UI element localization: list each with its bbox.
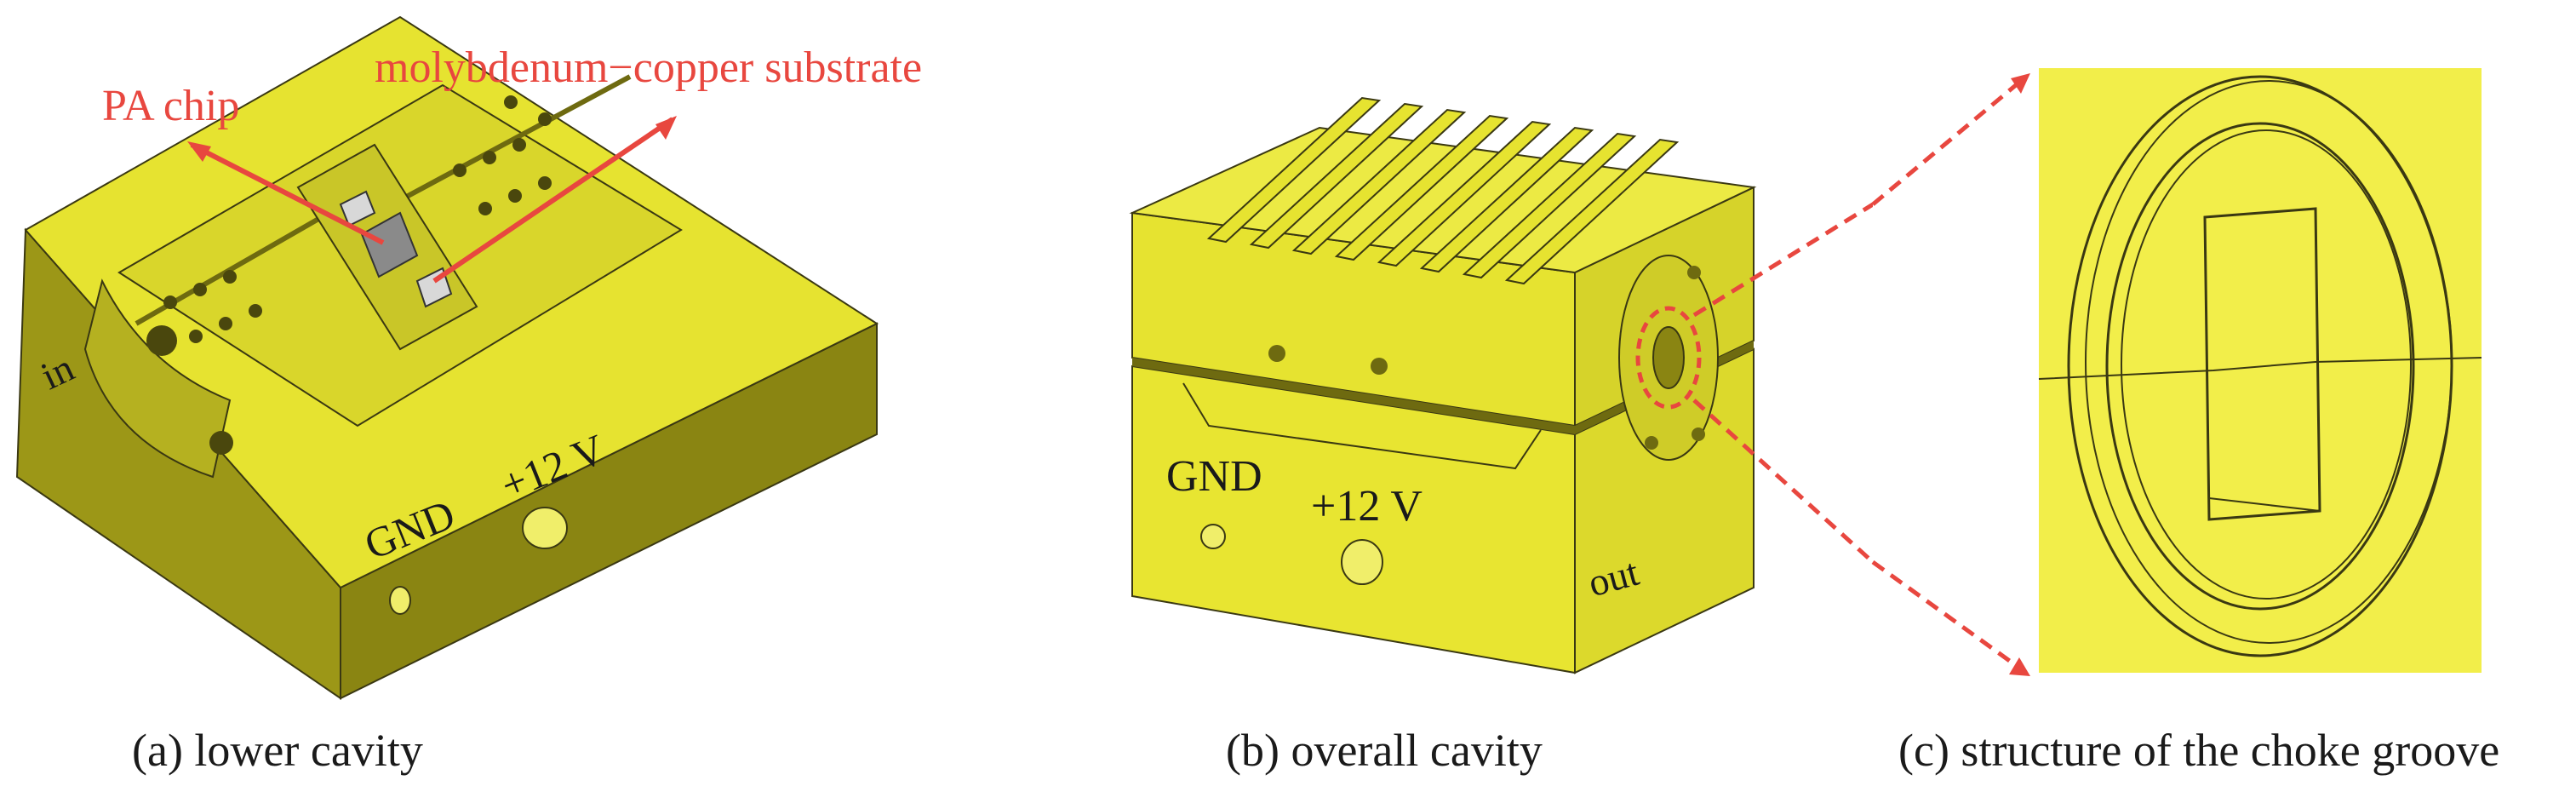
panel-c-choke-groove: (c) structure of the choke groove (1873, 0, 2576, 809)
caption-a: (a) lower cavity (132, 725, 423, 776)
cavity-b-recess (1182, 382, 1542, 470)
choke-groove-highlight (1635, 306, 1702, 410)
zoom-arrowhead-bottom (2009, 657, 2030, 676)
label-pa-chip: PA chip (102, 82, 240, 130)
substrate-arrowhead (655, 116, 677, 140)
cavity-b-gnd-hole (1200, 524, 1226, 549)
label-vplus-b: +12 V (1311, 482, 1423, 531)
cavity-b-mid-hole-2 (1371, 358, 1388, 375)
choke-groove-section-line (2038, 357, 2482, 380)
choke-groove-inner-ring-2 (2121, 129, 2412, 600)
choke-groove-inner-ring (2105, 122, 2415, 611)
substrate-arrow (432, 117, 674, 284)
cavity-b-mid-hole-1 (1268, 345, 1285, 362)
cavity-b-flange-hole-1 (1687, 266, 1701, 279)
cavity-a-channel-right (398, 74, 632, 203)
cavity-b-fins (1206, 96, 1680, 285)
cavity-a-gnd-hole (389, 586, 411, 615)
cavity-b-output-port (1652, 326, 1685, 389)
cavity-b-vplus-hole (1341, 539, 1383, 585)
choke-groove-drawing (2038, 68, 2482, 673)
choke-groove-background (2039, 68, 2482, 673)
zoom-line-top (1692, 202, 1873, 318)
caption-b: (b) overall cavity (1226, 725, 1543, 776)
cavity-a-port-hole-1 (146, 325, 177, 356)
zoom-line-bottom (1692, 399, 1873, 564)
pa-chip-shape (360, 211, 419, 278)
panel-b-overall-cavity: GND +12 V out (b) overall cavity (1107, 0, 1873, 776)
pa-chip-arrow (190, 142, 385, 245)
substrate-shape (339, 190, 376, 227)
panel-a-lower-cavity: PA chip molybdenum−copper substrate in G… (0, 0, 1022, 776)
overall-cavity-drawing (1129, 96, 1873, 674)
cavity-b-flange-hole-3 (1692, 427, 1705, 441)
label-substrate: molybdenum−copper substrate (375, 43, 923, 92)
cavity-b-flange-hole-2 (1645, 436, 1658, 450)
cavity-b-top-face (1129, 126, 1757, 274)
pa-chip-arrowhead (187, 141, 211, 162)
cavity-a-port-recess (83, 278, 232, 479)
waveguide-diagonal (2208, 497, 2321, 512)
cavity-a-vplus-hole (522, 507, 568, 549)
zoom-connector (1871, 73, 2030, 676)
choke-groove-ring-2 (2085, 80, 2453, 644)
cavity-a-port-hole-2 (209, 431, 233, 455)
caption-c: (c) structure of the choke groove (1898, 725, 2500, 776)
cavity-a-holes (163, 95, 552, 343)
lower-cavity-drawing (15, 15, 879, 700)
zoom-arrowhead-top (2011, 73, 2030, 94)
label-gnd-b: GND (1166, 452, 1262, 501)
